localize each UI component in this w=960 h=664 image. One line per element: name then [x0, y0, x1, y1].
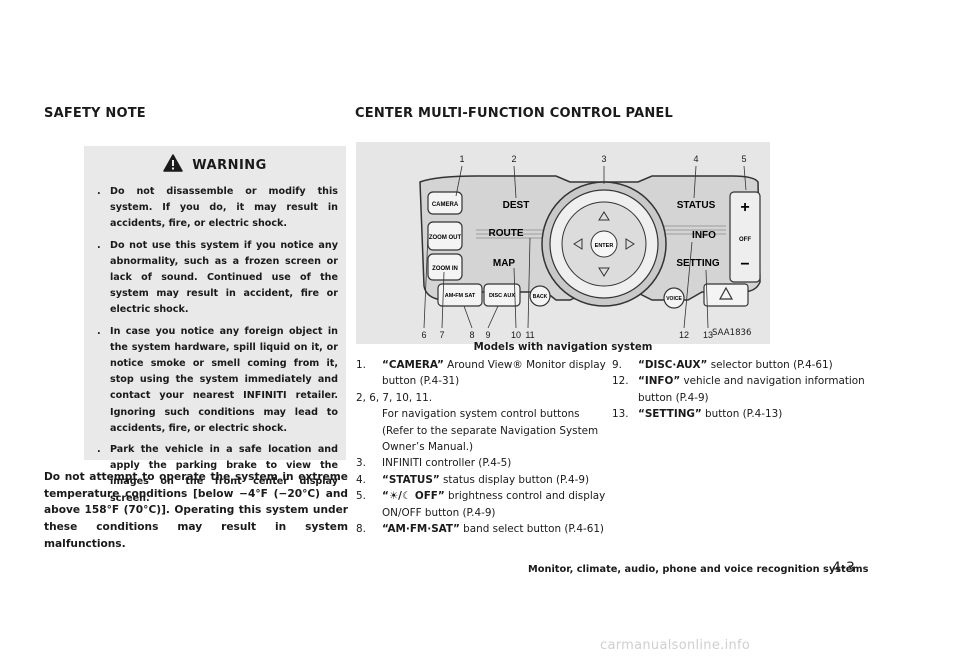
list-entry-text: “DISC·AUX” selector button (P.4-61) [638, 359, 833, 371]
list-entry-button-name: “☀/☾ OFF” [382, 490, 445, 503]
list-entry-number: 2, 6, 7, 10, 11. [356, 391, 433, 404]
list-entry-button-name: “SETTING” [638, 408, 702, 421]
control-panel-figure: CAMERA ZOOM OUT ZOOM IN DEST ROUTE MAP A… [356, 142, 770, 344]
status-button-label: STATUS [677, 200, 716, 211]
list-entry: 13. “SETTING” button (P.4-13) [612, 406, 872, 422]
off-button-label: OFF [739, 237, 751, 243]
list-entry: 4. “STATUS” status display button (P.4-9) [356, 472, 606, 488]
disc-aux-button-label: DISC AUX [489, 293, 515, 299]
callout-5: 5 [741, 154, 746, 164]
callout-8: 8 [469, 330, 474, 340]
figure-caption: Models with navigation system [473, 342, 653, 353]
list-entry-text: INFINITI controller (P.4-5) [382, 457, 512, 470]
warning-list: . Do not disassemble or modify this syste… [96, 184, 338, 512]
warning-box: WARNING . Do not disassemble or modify th… [84, 146, 346, 504]
back-button-label: BACK [533, 294, 548, 300]
callout-4: 4 [693, 154, 698, 164]
callout-11: 11 [525, 330, 534, 340]
warning-item: . Do not use this system if you notice an… [96, 238, 338, 319]
list-entry-text: “SETTING” button (P.4-13) [638, 408, 783, 421]
callout-3: 3 [601, 154, 606, 164]
safety-note-heading: SAFETY NOTE [44, 106, 146, 121]
list-entry-number: 13. [612, 408, 629, 421]
list-entry-number: 5. [356, 490, 366, 503]
list-entry: 8. “AM·FM·SAT” band select button (P.4-61… [356, 521, 606, 537]
warning-item-text: Do not use this system if you notice any… [110, 239, 338, 316]
bullet: . [97, 444, 101, 456]
list-entry-number: 3. [356, 457, 366, 470]
warning-title: WARNING [192, 157, 267, 173]
list-entry: 3. INFINITI controller (P.4-5) [356, 455, 606, 471]
callout-6: 6 [421, 330, 426, 340]
list-entry-button-name: “STATUS” [382, 473, 440, 486]
warning-triangle-icon [163, 154, 183, 176]
warning-title-row: WARNING [84, 154, 346, 176]
enter-button-label: ENTER [595, 243, 614, 249]
list-entry-button-name: “DISC·AUX” [638, 359, 708, 371]
list-entry-number: 12. [612, 375, 629, 388]
map-button-label: MAP [493, 258, 516, 269]
route-button-label: ROUTE [489, 228, 524, 239]
list-entry-number: 8. [356, 523, 366, 536]
warning-item: . Park the vehicle in a safe location and… [96, 442, 338, 507]
voice-button-label: VOICE [666, 296, 682, 302]
warning-item: . In case you notice any foreign object i… [96, 324, 338, 437]
list-entry-text: “CAMERA” Around View® Monitor display bu… [382, 359, 606, 388]
list-entry-button-name: “AM·FM·SAT” [382, 523, 460, 536]
list-entry-button-name: “INFO” [638, 375, 681, 388]
camera-button-label: CAMERA [432, 202, 459, 208]
callout-13: 13 [703, 330, 713, 340]
callout-12: 12 [679, 330, 689, 340]
bullet: . [97, 239, 101, 251]
figure-code: SAA1836 [712, 328, 752, 338]
list-entry-button-name: “CAMERA” [382, 359, 444, 371]
hazard-icon [718, 286, 734, 300]
plus-button-label: + [740, 199, 749, 216]
setting-button-label: SETTING [676, 258, 720, 269]
zoom-in-button-label: ZOOM IN [432, 266, 458, 272]
list-entry: 9. “DISC·AUX” selector button (P.4-61) [612, 357, 872, 373]
info-button-label: INFO [692, 230, 716, 241]
list-entry-text: For navigation system control buttons (R… [382, 408, 599, 454]
callout-7: 7 [439, 330, 444, 340]
dest-button-label: DEST [503, 200, 530, 211]
list-entry: 5. “☀/☾ OFF” brightness control and displ… [356, 488, 606, 521]
page-number: 4-3 [832, 560, 855, 576]
minus-button-label: − [740, 256, 749, 273]
am-fm-sat-button-label: AM•FM SAT [445, 293, 476, 299]
control-panel-diagram: CAMERA ZOOM OUT ZOOM IN DEST ROUTE MAP A… [356, 142, 770, 344]
zoom-out-button-label: ZOOM OUT [429, 235, 462, 241]
control-panel-heading: CENTER MULTI-FUNCTION CONTROL PANEL [355, 106, 673, 121]
list-entry-text: “AM·FM·SAT” band select button (P.4-61) [382, 523, 604, 536]
callout-2: 2 [511, 154, 516, 164]
list-entry-number: 1. [356, 359, 366, 371]
extreme-temperature-note: Do not attempt to operate the system in … [44, 471, 348, 550]
list-entry-text: “INFO” vehicle and navigation informatio… [638, 375, 865, 404]
list-entry-number: 4. [356, 473, 366, 486]
list-entry: 2, 6, 7, 10, 11. For navigation system co… [356, 390, 606, 456]
list-entry-text: “STATUS” status display button (P.4-9) [382, 473, 590, 486]
button-list-middle: 1. “CAMERA” Around View® Monitor display … [356, 357, 606, 537]
button-list-right: 9. “DISC·AUX” selector button (P.4-61) 12.… [612, 357, 872, 423]
page-footer: Monitor, climate, audio, phone and voice… [528, 564, 869, 575]
warning-item: . Do not disassemble or modify this syste… [96, 184, 338, 233]
warning-item-text: Park the vehicle in a safe location and … [110, 444, 338, 504]
bullet: . [97, 325, 101, 337]
list-entry-number: 9. [612, 359, 622, 371]
callout-9: 9 [485, 330, 490, 340]
watermark: carmanualsonline.info [600, 638, 751, 653]
list-entry: 1. “CAMERA” Around View® Monitor display … [356, 357, 606, 390]
callout-10: 10 [511, 330, 521, 340]
list-entry: 12. “INFO” vehicle and navigation informa… [612, 373, 872, 406]
bullet: . [97, 186, 101, 197]
warning-item-text: Do not disassemble or modify this system… [110, 186, 338, 230]
warning-item-text: In case you notice any foreign object in… [110, 325, 338, 434]
callout-1: 1 [459, 154, 464, 164]
list-entry-text: “☀/☾ OFF” brightness control and display… [382, 490, 606, 519]
